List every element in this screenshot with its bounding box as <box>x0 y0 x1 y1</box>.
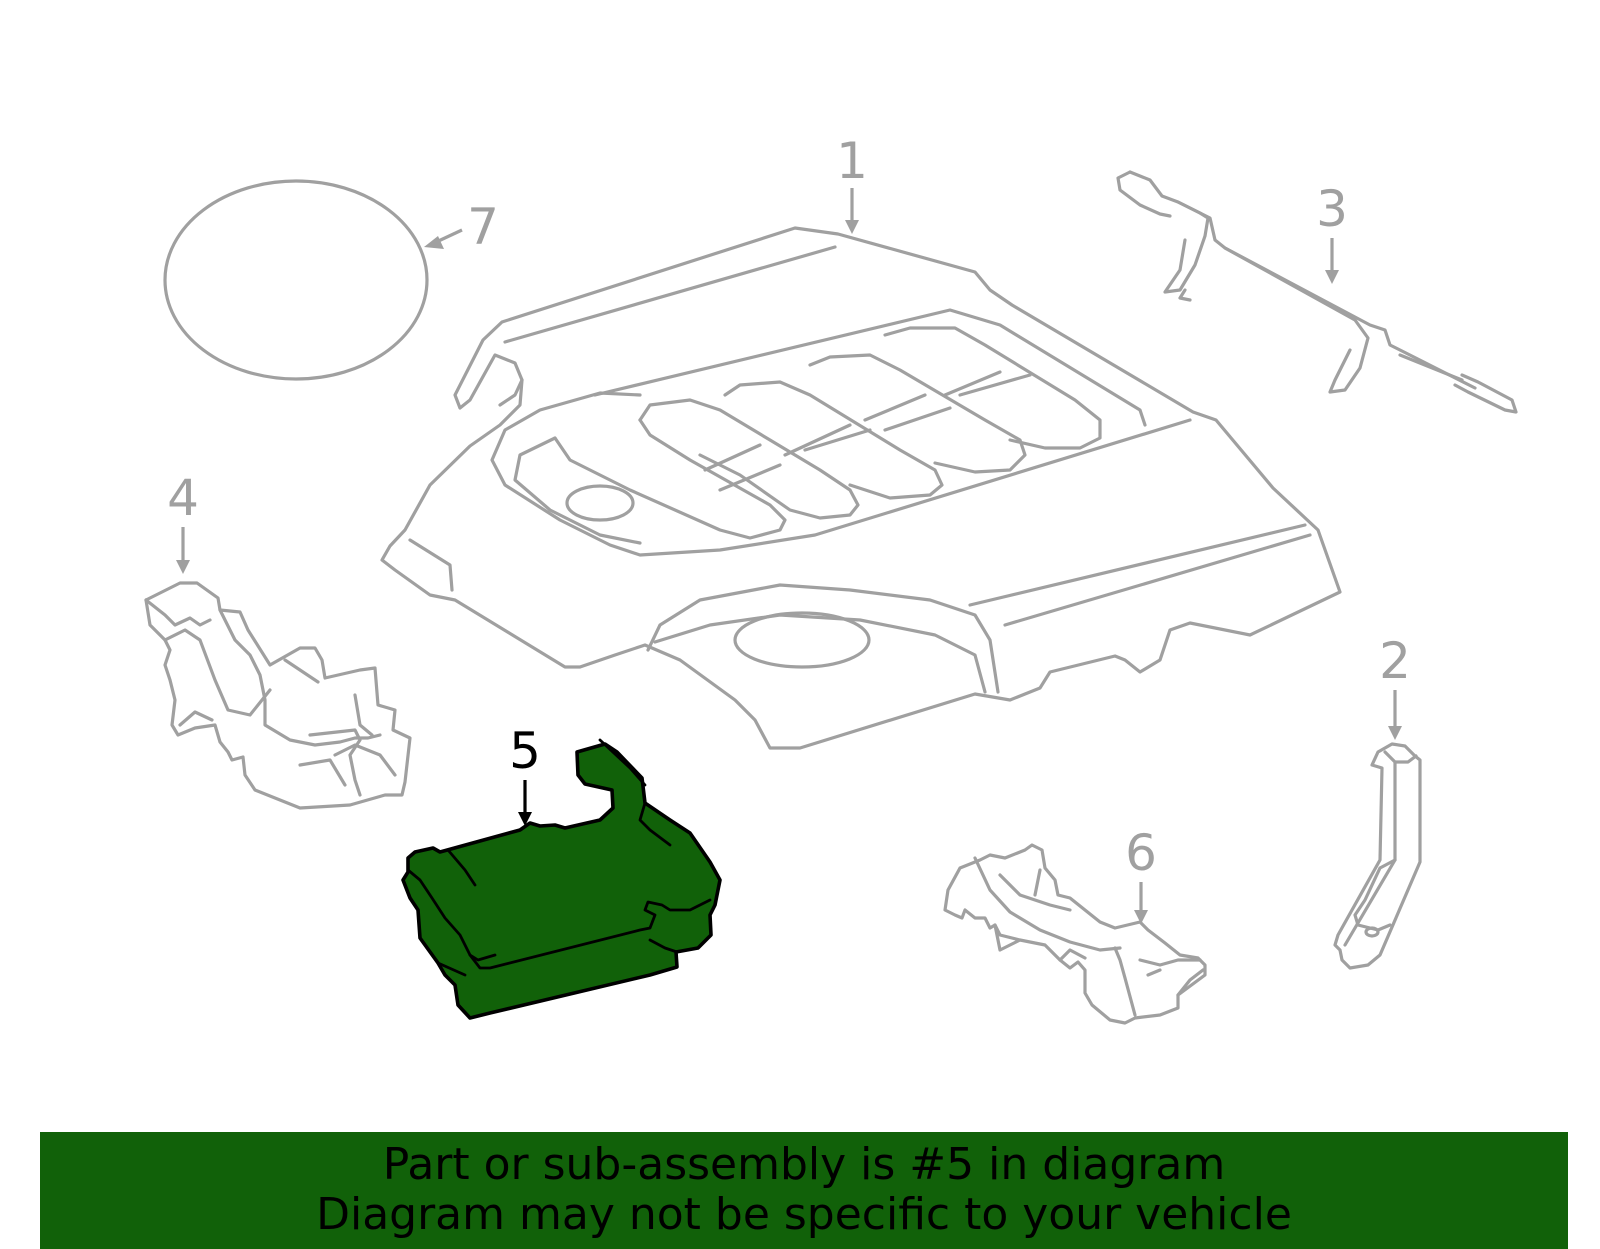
callout-label-2: 2 <box>1379 632 1411 690</box>
callout-label-3: 3 <box>1316 180 1348 238</box>
banner-line-part: Part or sub-assembly is #5 in diagram <box>382 1139 1226 1190</box>
callout-label-1: 1 <box>836 132 868 190</box>
callout-label-4: 4 <box>167 469 199 527</box>
part-7-seal-ring[interactable] <box>163 179 429 381</box>
callout-label-5: 5 <box>509 722 541 780</box>
callout-6: 6 <box>1125 824 1157 924</box>
part-4-bracket[interactable] <box>144 581 412 810</box>
callout-5: 5 <box>509 722 541 826</box>
callout-4: 4 <box>167 469 199 574</box>
callout-label-7: 7 <box>467 198 499 256</box>
callout-3: 3 <box>1316 180 1348 284</box>
callout-2: 2 <box>1379 632 1411 740</box>
callout-1: 1 <box>836 132 868 234</box>
callout-label-6: 6 <box>1125 824 1157 882</box>
part-5-highlighted[interactable] <box>401 738 722 1020</box>
part-1-engine-cover[interactable] <box>380 226 1342 750</box>
callout-7: 7 <box>424 198 499 256</box>
info-banner: Part or sub-assembly is #5 in diagram Di… <box>40 1132 1568 1249</box>
banner-line-disclaimer: Diagram may not be specific to your vehi… <box>316 1189 1292 1240</box>
part-2-stud[interactable] <box>1333 742 1422 970</box>
part-6-bracket[interactable] <box>943 843 1207 1025</box>
part-3-rod[interactable] <box>1116 170 1518 414</box>
